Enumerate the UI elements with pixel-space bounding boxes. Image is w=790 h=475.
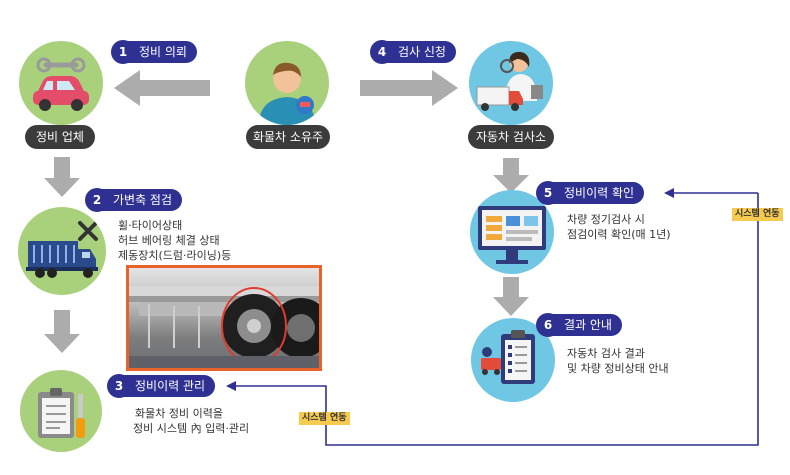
step-3-desc-line-1: 화물차 정비 이력을 — [135, 407, 223, 420]
step-3-desc-line-2: 정비 시스템 內 입력·관리 — [133, 422, 250, 435]
arrow-down-shop-to-check — [44, 157, 80, 197]
step-2-circle — [18, 207, 106, 295]
step-5-desc-line-2: 점검이력 확인(매 1년) — [567, 228, 671, 241]
step-5-circle — [470, 190, 554, 274]
step-6-desc-line-2: 및 차량 정비상태 안내 — [567, 362, 669, 375]
arrow-request-inspection — [360, 70, 458, 106]
arrow-down-center-to-confirm — [493, 158, 529, 193]
step-5-desc: 차량 정기검사 시 점검이력 확인(매 1년) — [567, 212, 671, 242]
step-6-desc: 자동차 검사 결과 및 차량 정비상태 안내 — [567, 346, 669, 376]
step-6-desc-line-1: 자동차 검사 결과 — [567, 347, 645, 360]
truck-owner-circle — [245, 41, 329, 125]
step-1-label: 정비 의뢰 — [125, 41, 197, 63]
truck-owner-caption: 화물차 소유주 — [246, 125, 330, 149]
car-with-wrench-icon — [33, 57, 89, 111]
step-2-desc-line-2: 허브 베어링 체결 상태 — [118, 234, 220, 247]
step-2-number: 2 — [85, 188, 109, 212]
inspection-center-circle — [469, 41, 553, 125]
step-5-number: 5 — [536, 181, 560, 205]
step-5-label: 정비이력 확인 — [550, 182, 645, 204]
step-5-desc-line-1: 차량 정기검사 시 — [567, 213, 645, 226]
system-link-arrowhead-confirm — [664, 188, 674, 198]
step-2-badge: 2 가변축 점검 — [85, 188, 183, 212]
repair-shop-caption: 정비 업체 — [25, 125, 95, 149]
step-6-label: 결과 안내 — [550, 314, 622, 336]
inspector-with-truck-icon — [476, 51, 543, 111]
step-4-label: 검사 신청 — [384, 41, 456, 63]
repair-shop-circle — [19, 41, 103, 125]
system-link-line-to-manage — [234, 193, 759, 446]
step-3-badge: 3 정비이력 관리 — [107, 374, 216, 398]
step-3-label: 정비이력 관리 — [121, 375, 216, 397]
clipboard-tools-icon — [38, 388, 85, 438]
step-2-desc: 휠·타이어상태 허브 베어링 체결 상태 제동장치(드럼·라이닝)등 — [118, 218, 231, 263]
step-3-circle — [20, 370, 102, 452]
step-1-badge: 1 정비 의뢰 — [111, 40, 197, 64]
step-4-number: 4 — [370, 40, 394, 64]
truck-wheel-photo — [126, 265, 322, 371]
checklist-icon — [481, 330, 535, 384]
truck-wheel-photo-drawing — [129, 286, 319, 368]
step-5-badge: 5 정비이력 확인 — [536, 181, 645, 205]
step-1-number: 1 — [111, 40, 135, 64]
system-link-arrowhead-manage — [226, 381, 236, 391]
cargo-truck-icon — [26, 221, 98, 278]
monitor-icon — [478, 206, 546, 264]
system-link-tag-right: 시스템 연동 — [732, 208, 783, 221]
step-2-label: 가변축 점검 — [99, 189, 183, 211]
step-2-desc-line-1: 휠·타이어상태 — [118, 219, 183, 232]
arrow-request-repair — [114, 70, 210, 106]
person-icon — [259, 62, 315, 125]
step-4-badge: 4 검사 신청 — [370, 40, 456, 64]
step-6-number: 6 — [536, 313, 560, 337]
step-6-badge: 6 결과 안내 — [536, 313, 622, 337]
step-3-number: 3 — [107, 374, 131, 398]
arrow-down-check-to-manage — [44, 310, 80, 353]
step-2-desc-line-3: 제동장치(드럼·라이닝)등 — [118, 249, 232, 262]
inspection-center-caption: 자동차 검사소 — [468, 125, 554, 149]
system-link-tag-left: 시스템 연동 — [299, 412, 350, 425]
step-3-desc: 화물차 정비 이력을 정비 시스템 內 입력·관리 — [133, 406, 249, 436]
arrow-down-confirm-to-result — [493, 277, 529, 316]
